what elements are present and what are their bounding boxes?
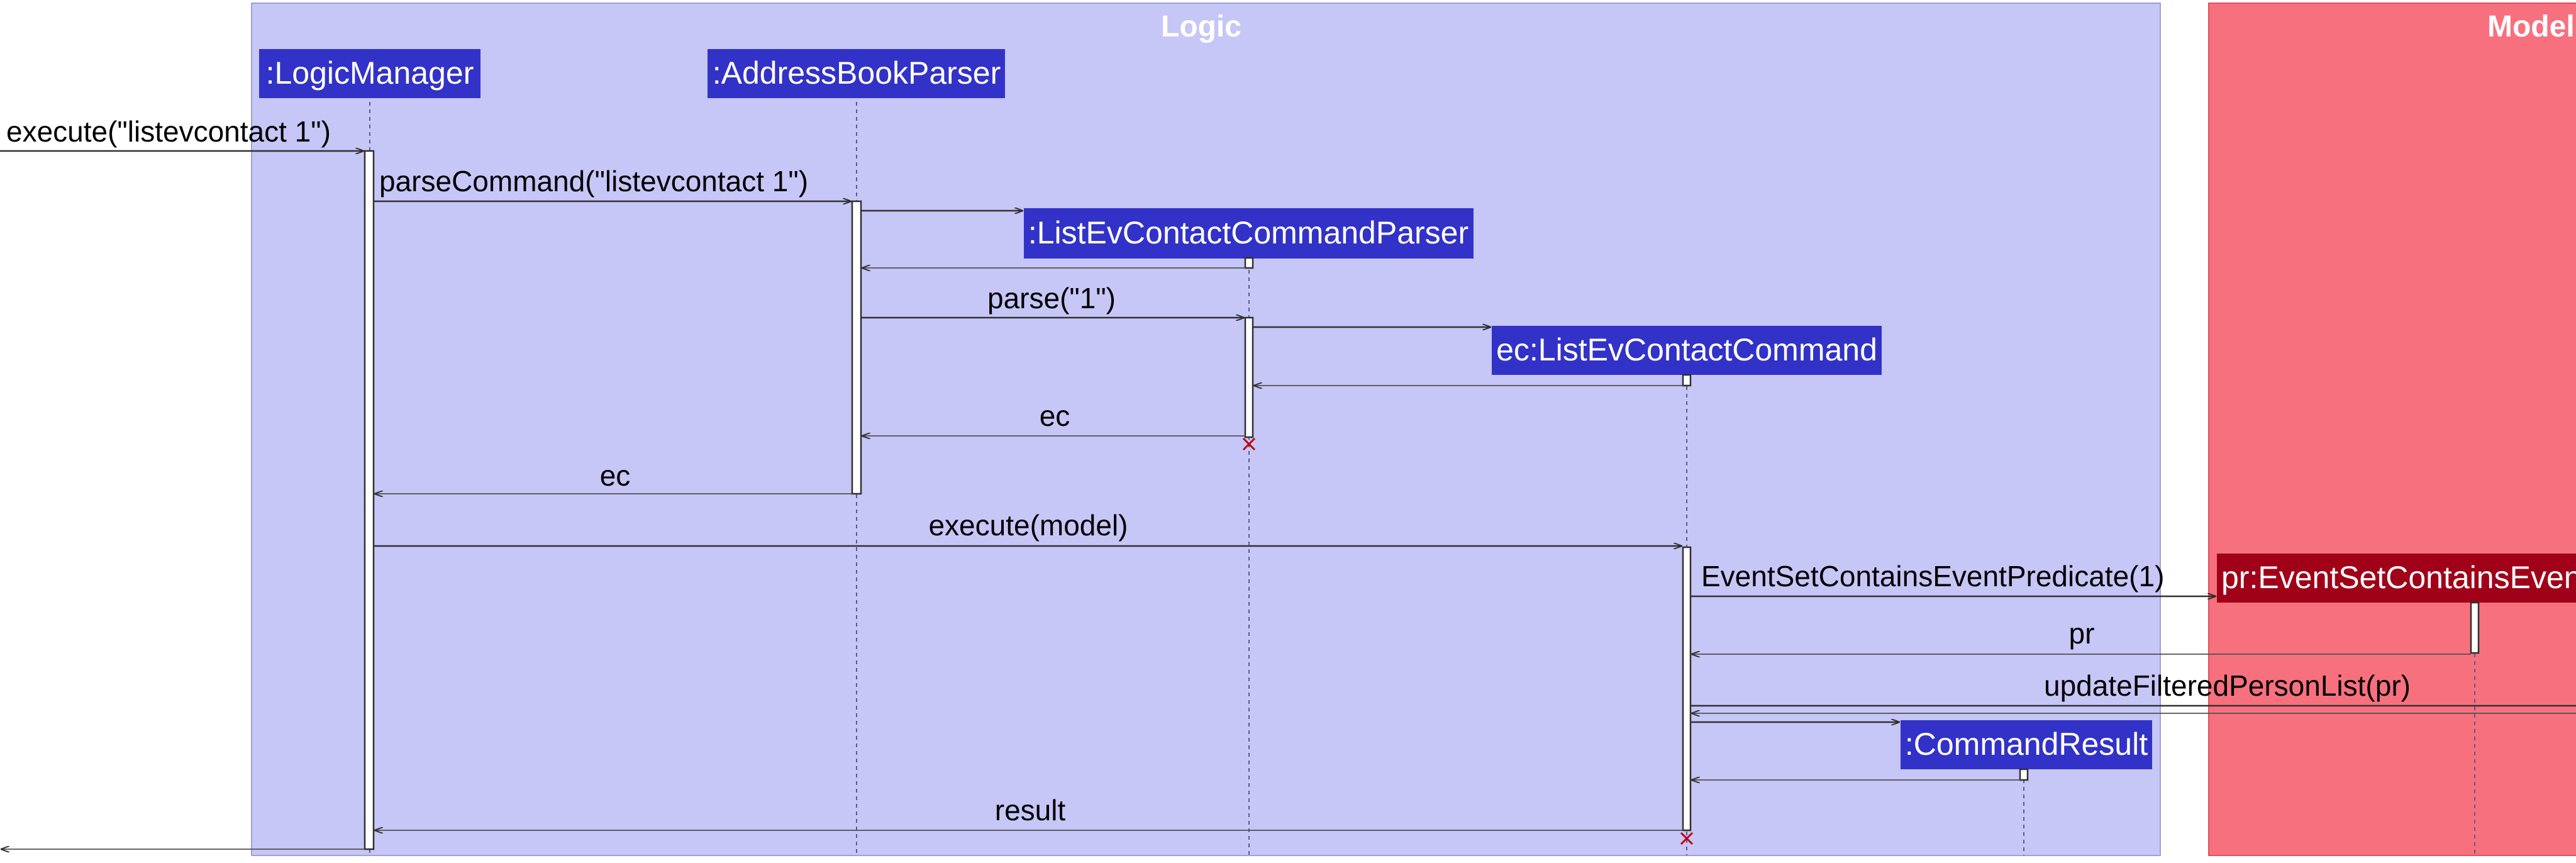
message-parse-command-label: parseCommand("listevcontact 1") — [379, 165, 808, 198]
participant-address-book-parser-label: :AddressBookParser — [713, 55, 1001, 91]
participant-command-parser — [1024, 208, 1474, 259]
destroy-mark-list-ev-contact-command — [1680, 832, 1694, 845]
model-frame-title: Model — [2487, 10, 2575, 43]
activation-list-ev-contact-command-1 — [1682, 374, 1692, 387]
participant-command-parser-label: :ListEvContactCommandParser — [1028, 215, 1468, 250]
activation-list-ev-contact-command-2 — [1682, 546, 1692, 832]
activation-address-book-parser — [851, 200, 862, 495]
participant-command-result-label: :CommandResult — [1905, 727, 2148, 762]
message-new-predicate-label: EventSetContainsEventPredicate(1) — [1701, 560, 2164, 593]
activation-command-parser-2 — [1244, 316, 1254, 438]
destroy-mark-command-parser — [1242, 437, 1256, 451]
participant-command-result — [1901, 720, 2152, 769]
message-return-ec-2-label: ec — [600, 459, 631, 492]
participant-list-ev-contact-command — [1492, 326, 1882, 375]
message-return-pr-label: pr — [2069, 617, 2095, 650]
logic-frame — [251, 3, 2161, 856]
activation-command-parser-1 — [1244, 257, 1254, 269]
activation-event-set-predicate — [2470, 601, 2480, 654]
participant-logic-manager — [259, 49, 480, 98]
model-frame — [2208, 3, 2576, 856]
message-parse-label: parse("1") — [987, 282, 1116, 315]
activation-logic-manager — [364, 150, 375, 850]
message-return-ec-1-label: ec — [1040, 399, 1070, 432]
logic-frame-title: Logic — [1161, 10, 1241, 43]
participant-list-ev-contact-command-label: ec:ListEvContactCommand — [1496, 332, 1877, 367]
message-execute-input-label: execute("listevcontact 1") — [6, 115, 331, 148]
activation-command-result — [2019, 768, 2029, 781]
participant-event-set-predicate — [2217, 554, 2576, 603]
message-return-result-label: result — [995, 794, 1066, 827]
participant-address-book-parser — [708, 49, 1005, 98]
participant-logic-manager-label: :LogicManager — [266, 55, 474, 91]
participant-event-set-predicate-label: pr:EventSetContainsEven — [2221, 560, 2576, 595]
message-execute-model-label: execute(model) — [928, 509, 1128, 542]
message-update-filtered-label: updateFilteredPersonList(pr) — [2044, 669, 2411, 702]
